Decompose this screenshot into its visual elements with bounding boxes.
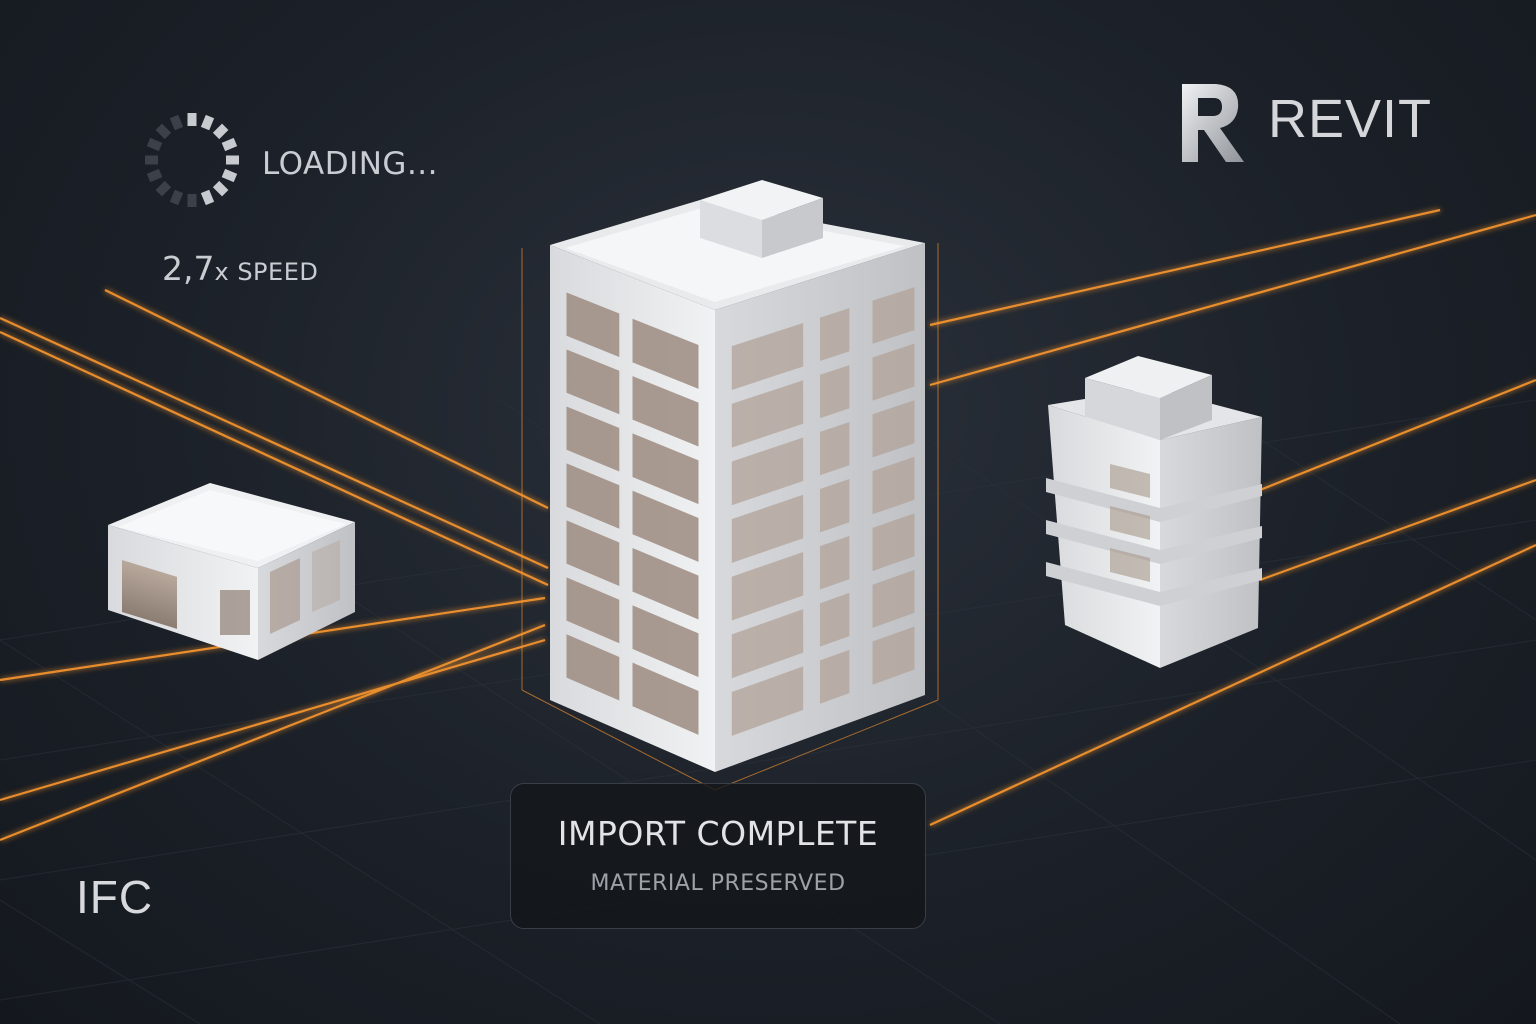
- speed-unit: x SPEED: [214, 258, 319, 286]
- spinner-segment: [200, 114, 215, 131]
- main-tower: [521, 180, 939, 791]
- spinner-segment: [146, 137, 163, 152]
- svg-text:R: R: [1176, 78, 1177, 79]
- small-building: [108, 483, 355, 660]
- import-subtitle: MATERIAL PRESERVED: [590, 871, 846, 896]
- spinner-segment: [212, 180, 229, 197]
- format-label: IFC: [76, 871, 154, 923]
- loading-label: LOADING...: [262, 146, 439, 182]
- speed-indicator: 2,7x SPEED: [162, 249, 318, 288]
- spinner-segment: [212, 123, 229, 140]
- revit-logo-icon: R: [1176, 78, 1244, 162]
- brand-name: REVIT: [1268, 89, 1433, 149]
- spinner-segment: [169, 114, 184, 131]
- spinner-segment: [146, 168, 163, 183]
- spinner-segment: [200, 189, 215, 206]
- import-title: IMPORT COMPLETE: [557, 814, 879, 853]
- spinner-segment: [169, 189, 184, 206]
- spinner-segment: [155, 180, 172, 197]
- right-building: [1046, 356, 1262, 668]
- spinner-segment: [221, 168, 238, 183]
- spinner-segment: [221, 137, 238, 152]
- loading-spinner-icon: [145, 113, 239, 207]
- spinner-segment: [155, 123, 172, 140]
- import-status-panel: IMPORT COMPLETE MATERIAL PRESERVED: [510, 783, 926, 929]
- loading-spinner: [140, 106, 244, 214]
- speed-value: 2,7: [162, 249, 215, 288]
